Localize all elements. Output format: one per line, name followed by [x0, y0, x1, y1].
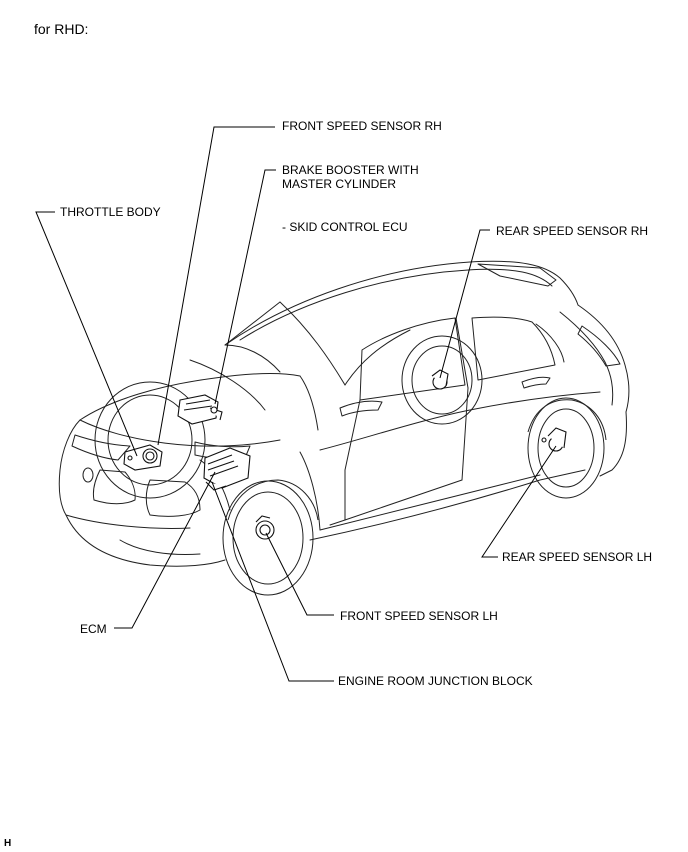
rear-speed-sensor-rh-part [431, 369, 449, 390]
rear-speed-sensor-lh-part [541, 427, 567, 452]
label-engine-room-junction-block: ENGINE ROOM JUNCTION BLOCK [338, 674, 533, 688]
label-ecm: ECM [80, 622, 107, 636]
figure-code: H [4, 838, 12, 849]
label-rear-speed-sensor-rh: REAR SPEED SENSOR RH [496, 224, 649, 238]
wheel-rear-left [527, 397, 607, 499]
leader-front-speed-sensor-rh [157, 126, 275, 446]
wheel-front-right [94, 381, 206, 499]
page-note: for RHD: [34, 21, 89, 37]
wheel-front-left [222, 479, 319, 596]
leader-throttle-body [35, 211, 138, 457]
leader-ecm [114, 471, 216, 629]
leader-lines [35, 126, 557, 682]
leader-rear-speed-sensor-rh [439, 229, 490, 379]
label-front-speed-sensor-rh: FRONT SPEED SENSOR RH [282, 119, 442, 133]
car-body-outline [58, 260, 630, 567]
front-speed-sensor-lh-part [255, 515, 275, 540]
label-brake-booster-line1: BRAKE BOOSTER WITH [282, 163, 419, 177]
leader-rear-speed-sensor-lh [481, 445, 557, 558]
brake-booster-part [177, 394, 223, 425]
ecm-and-junction-block-part [203, 447, 251, 491]
label-rear-speed-sensor-lh: REAR SPEED SENSOR LH [502, 550, 653, 564]
label-brake-booster-line2: MASTER CYLINDER [282, 177, 397, 191]
leader-brake-booster [214, 169, 276, 405]
leader-engine-room-junction-block [211, 481, 334, 682]
wheel-rear-right [401, 335, 483, 425]
throttle-body-part [123, 444, 163, 471]
label-throttle-body: THROTTLE BODY [60, 205, 161, 219]
leader-front-speed-sensor-lh [265, 532, 334, 616]
label-skid-control-ecu: - SKID CONTROL ECU [282, 220, 408, 234]
label-front-speed-sensor-lh: FRONT SPEED SENSOR LH [340, 609, 498, 623]
